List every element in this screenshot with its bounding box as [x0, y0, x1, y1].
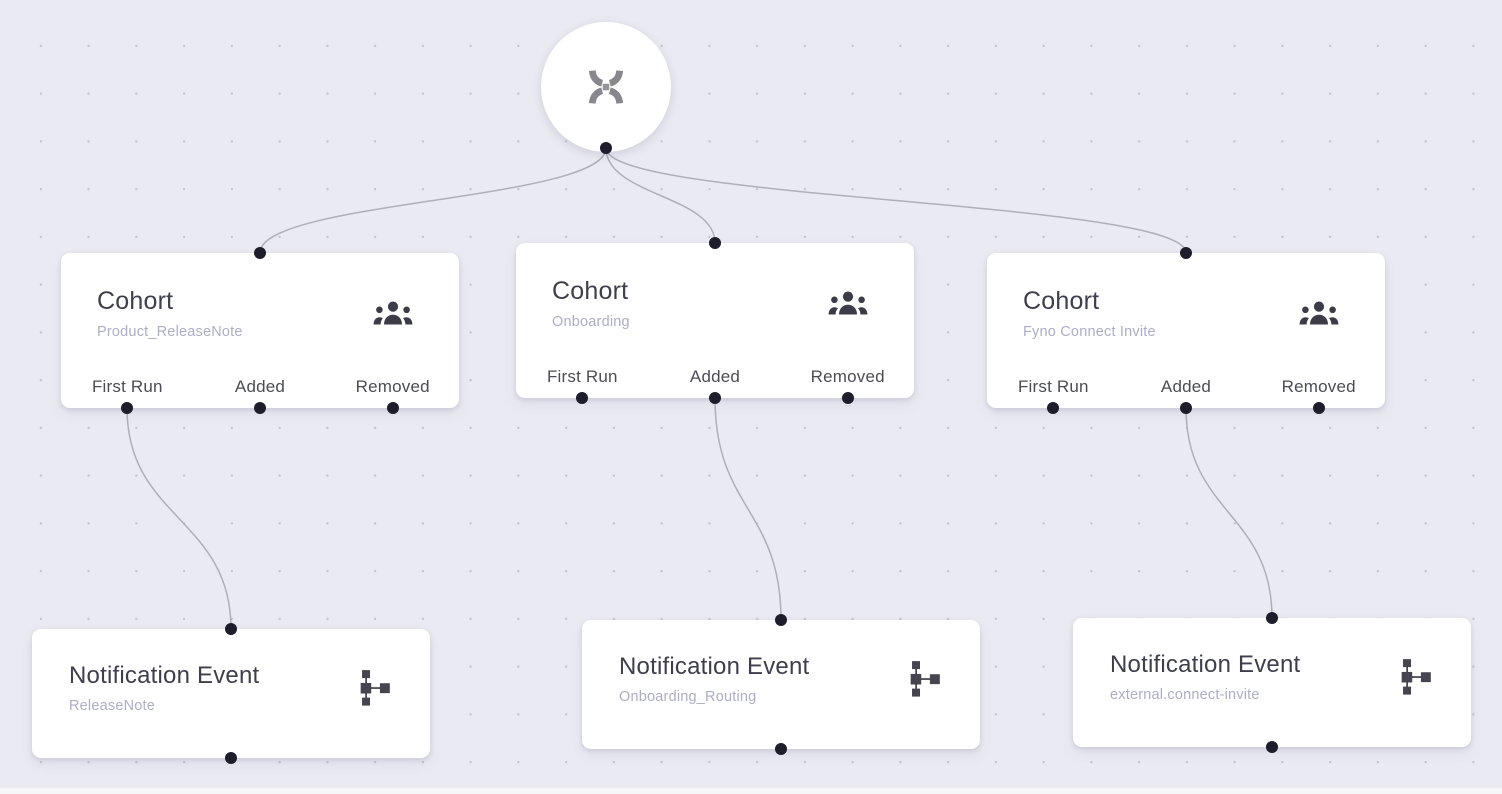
- event-3-target-handle[interactable]: [1266, 612, 1278, 624]
- notification-event-node-external-connect-invite[interactable]: Notification Event external.connect-invi…: [1073, 612, 1471, 753]
- output-label-added: Added: [689, 367, 741, 386]
- node-title: Notification Event: [1110, 651, 1301, 678]
- event-2-target-handle[interactable]: [775, 614, 787, 626]
- node-subtitle: Fyno Connect Invite: [1023, 323, 1156, 340]
- sitemap-icon: [907, 660, 940, 698]
- edge-cohort-1-first-run-event-1[interactable]: [126, 407, 232, 630]
- output-label-removed: Removed: [1281, 377, 1356, 396]
- event-1-source-handle[interactable]: [225, 752, 237, 764]
- node-subtitle: Onboarding_Routing: [619, 688, 757, 705]
- cohort-node-onboarding[interactable]: Cohort Onboarding First Run Added Remove…: [516, 237, 914, 404]
- cohort-1-source-handle-removed[interactable]: [386, 402, 399, 414]
- cohort-1-source-handle-added[interactable]: [254, 402, 266, 414]
- event-1-target-handle[interactable]: [225, 623, 237, 635]
- cohort-1-target-handle[interactable]: [254, 247, 266, 259]
- node-subtitle: Product_ReleaseNote: [97, 323, 243, 340]
- node-title: Notification Event: [619, 653, 810, 680]
- cohort-3-source-handle-removed[interactable]: [1312, 402, 1325, 414]
- trigger-source-handle[interactable]: [600, 142, 612, 154]
- people-group-icon: [828, 290, 868, 317]
- edge-cohort-2-added-event-2[interactable]: [714, 397, 782, 621]
- cohort-1-source-handle-first-run[interactable]: [121, 402, 134, 414]
- edge-cohort-3-added-event-3[interactable]: [1185, 407, 1273, 619]
- sitemap-icon: [357, 669, 390, 707]
- node-title: Cohort: [97, 287, 174, 315]
- fyno-logo-icon: [586, 69, 626, 105]
- cohort-3-source-handle-added[interactable]: [1180, 402, 1192, 414]
- sitemap-icon: [1398, 658, 1431, 696]
- trigger-node[interactable]: [541, 22, 671, 154]
- notification-event-node-releasenote[interactable]: Notification Event ReleaseNote: [32, 623, 430, 764]
- node-title: Cohort: [552, 277, 629, 305]
- people-group-icon: [373, 300, 413, 327]
- output-label-first-run: First Run: [91, 377, 163, 396]
- event-2-source-handle[interactable]: [775, 743, 787, 755]
- node-title: Cohort: [1023, 287, 1100, 315]
- output-label-added: Added: [234, 377, 286, 396]
- edge-root-cohort-2[interactable]: [605, 147, 716, 244]
- node-subtitle: ReleaseNote: [69, 697, 156, 714]
- notification-event-node-onboarding-routing[interactable]: Notification Event Onboarding_Routing: [582, 614, 980, 755]
- output-label-first-run: First Run: [1017, 377, 1089, 396]
- node-subtitle: Onboarding: [552, 313, 630, 330]
- event-3-source-handle[interactable]: [1266, 741, 1278, 753]
- cohort-2-source-handle-removed[interactable]: [841, 392, 854, 404]
- cohort-node-fyno-connect-invite[interactable]: Cohort Fyno Connect Invite First Run Add…: [987, 247, 1385, 414]
- cohort-2-source-handle-first-run[interactable]: [576, 392, 589, 404]
- node-subtitle: external.connect-invite: [1110, 686, 1260, 703]
- edge-root-cohort-1[interactable]: [259, 147, 607, 254]
- people-group-icon: [1299, 300, 1339, 327]
- cohort-2-source-handle-added[interactable]: [709, 392, 721, 404]
- cohort-3-source-handle-first-run[interactable]: [1047, 402, 1060, 414]
- output-label-added: Added: [1160, 377, 1212, 396]
- canvas-bottom-edge: [0, 788, 1502, 794]
- cohort-2-target-handle[interactable]: [709, 237, 721, 249]
- cohort-node-product-releasenote[interactable]: Cohort Product_ReleaseNote First Run Add…: [61, 247, 459, 414]
- edge-root-cohort-3[interactable]: [605, 147, 1187, 254]
- output-label-removed: Removed: [355, 377, 430, 396]
- cohort-3-target-handle[interactable]: [1180, 247, 1192, 259]
- output-label-first-run: First Run: [546, 367, 618, 386]
- output-label-removed: Removed: [810, 367, 885, 386]
- node-title: Notification Event: [69, 662, 260, 689]
